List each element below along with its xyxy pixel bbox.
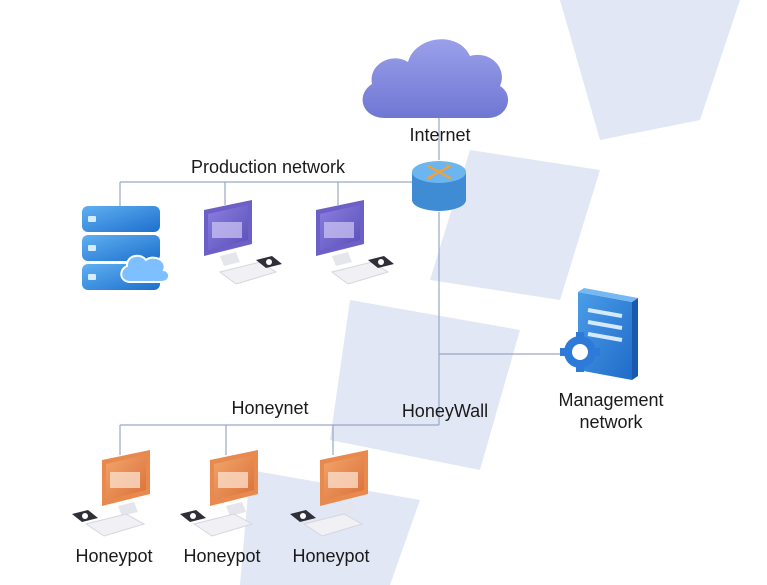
- honeypot-label: Honeypot: [75, 546, 153, 566]
- management-console-icon: [560, 288, 638, 380]
- honeypot-label: Honeypot: [183, 546, 261, 566]
- server-icon: [82, 206, 170, 290]
- honeywall-label: HoneyWall: [401, 401, 489, 421]
- production-network-label: Production network: [190, 157, 346, 177]
- cloud-icon: [362, 39, 509, 118]
- router-icon: [412, 161, 466, 211]
- workstation-icon: [316, 200, 394, 285]
- management-label-line2: network: [579, 412, 643, 432]
- honeypot-label: Honeypot: [292, 546, 370, 566]
- internet-label: Internet: [409, 125, 471, 145]
- workstation-icon: [204, 200, 282, 285]
- honeypot-workstation-icon: [72, 450, 150, 537]
- management-label-line1: Management: [558, 390, 664, 410]
- management-network-label: Management network: [558, 389, 663, 433]
- honeypot-workstation-icon: [290, 450, 368, 537]
- honeypot-workstation-icon: [180, 450, 258, 537]
- honeynet-label: Honeynet: [231, 398, 309, 418]
- connection-lines: [119, 118, 562, 455]
